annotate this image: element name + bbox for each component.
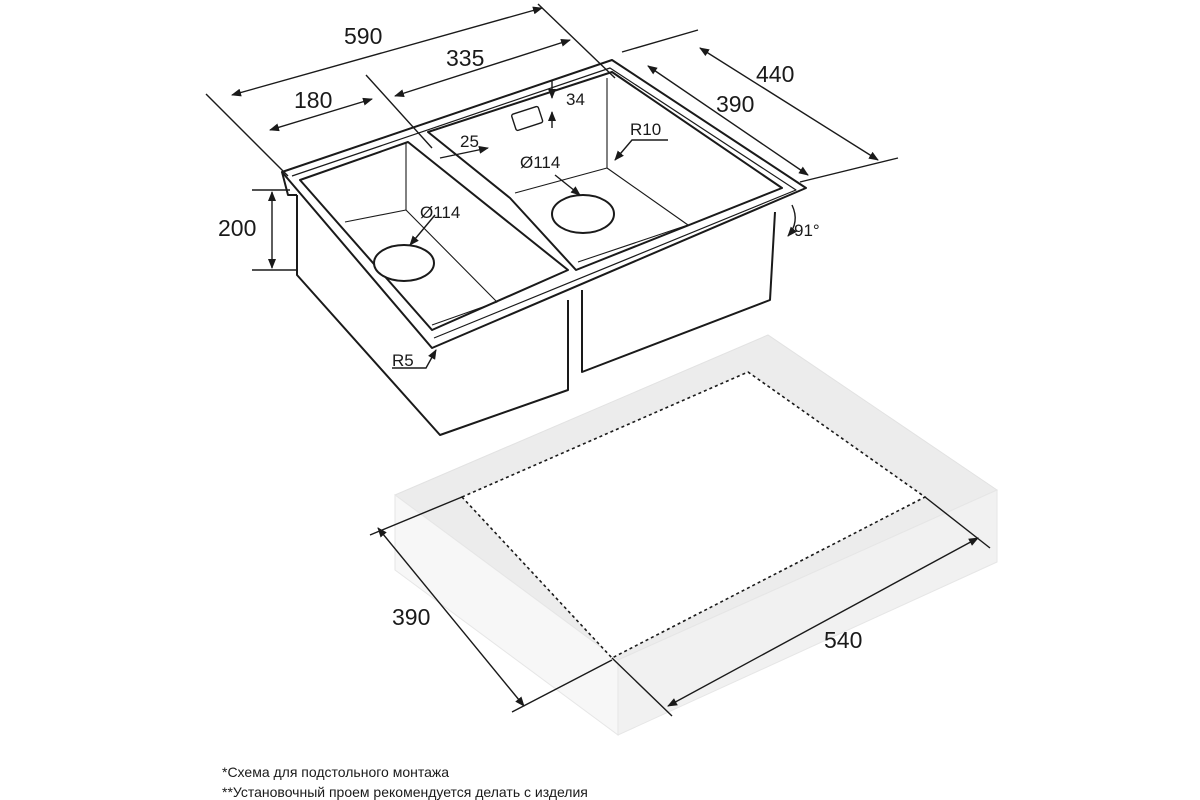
dim-line-390-top bbox=[647, 65, 809, 176]
dim-label-25: 25 bbox=[460, 132, 479, 151]
dim-label-590: 590 bbox=[344, 23, 382, 49]
dim-label-180: 180 bbox=[294, 87, 332, 113]
ext-line-540-left bbox=[611, 657, 673, 717]
small-bowl-floor bbox=[344, 209, 498, 326]
dim-label-200: 200 bbox=[218, 215, 256, 241]
dimension-labels: 590 335 180 34 25 R10 Ø114 Ø114 440 390 … bbox=[218, 23, 862, 653]
dim-label-390-top: 390 bbox=[716, 91, 754, 117]
leader-r10 bbox=[614, 139, 668, 161]
large-drain bbox=[551, 194, 615, 234]
ext-line-590-right bbox=[537, 3, 616, 79]
large-bowl-body bbox=[581, 211, 776, 373]
ext-line-540-right bbox=[924, 496, 991, 549]
sink-flange-outer bbox=[281, 59, 807, 349]
ext-line-390-cutout bbox=[369, 496, 463, 536]
ext-line-390-cutout-b bbox=[511, 659, 613, 713]
countertop bbox=[394, 334, 999, 736]
leader-91 bbox=[787, 204, 797, 237]
dim-line-590 bbox=[231, 6, 543, 97]
ext-line-590-left bbox=[205, 93, 289, 177]
ext-line-180 bbox=[365, 74, 433, 149]
dim-label-r10: R10 bbox=[630, 120, 661, 139]
leader-drain-small bbox=[409, 214, 436, 246]
dim-label-390-cutout: 390 bbox=[392, 604, 430, 630]
leader-drain-large bbox=[554, 174, 581, 196]
dim-label-91: 91° bbox=[794, 221, 820, 240]
footnote-cutout: **Установочный проем рекомендуется делат… bbox=[222, 784, 588, 800]
dimension-lines bbox=[205, 3, 991, 717]
dim-label-r5: R5 bbox=[392, 351, 414, 370]
dim-label-drain-large: Ø114 bbox=[520, 153, 560, 172]
overflow-slot bbox=[511, 105, 544, 132]
small-bowl-body bbox=[296, 195, 569, 436]
dim-label-540: 540 bbox=[824, 627, 862, 653]
footnote-mounting: *Схема для подстольного монтажа bbox=[222, 764, 450, 780]
leader-r5 bbox=[392, 349, 437, 369]
large-bowl-rim bbox=[427, 71, 783, 271]
sink bbox=[281, 59, 807, 436]
small-drain bbox=[373, 244, 435, 282]
dim-line-540 bbox=[667, 537, 979, 707]
dim-line-390-cutout bbox=[377, 527, 525, 707]
ext-line-440-bottom bbox=[799, 157, 899, 183]
sink-left-edge bbox=[281, 171, 297, 196]
ext-line-440 bbox=[621, 29, 699, 53]
dim-line-25 bbox=[439, 145, 489, 159]
dim-line-335 bbox=[394, 38, 571, 98]
dim-label-34: 34 bbox=[566, 90, 585, 109]
dim-label-440: 440 bbox=[756, 61, 794, 87]
dim-line-180 bbox=[269, 97, 373, 132]
dim-label-335: 335 bbox=[446, 45, 484, 71]
dim-label-drain-small: Ø114 bbox=[420, 203, 460, 222]
small-bowl-rim bbox=[299, 141, 569, 331]
